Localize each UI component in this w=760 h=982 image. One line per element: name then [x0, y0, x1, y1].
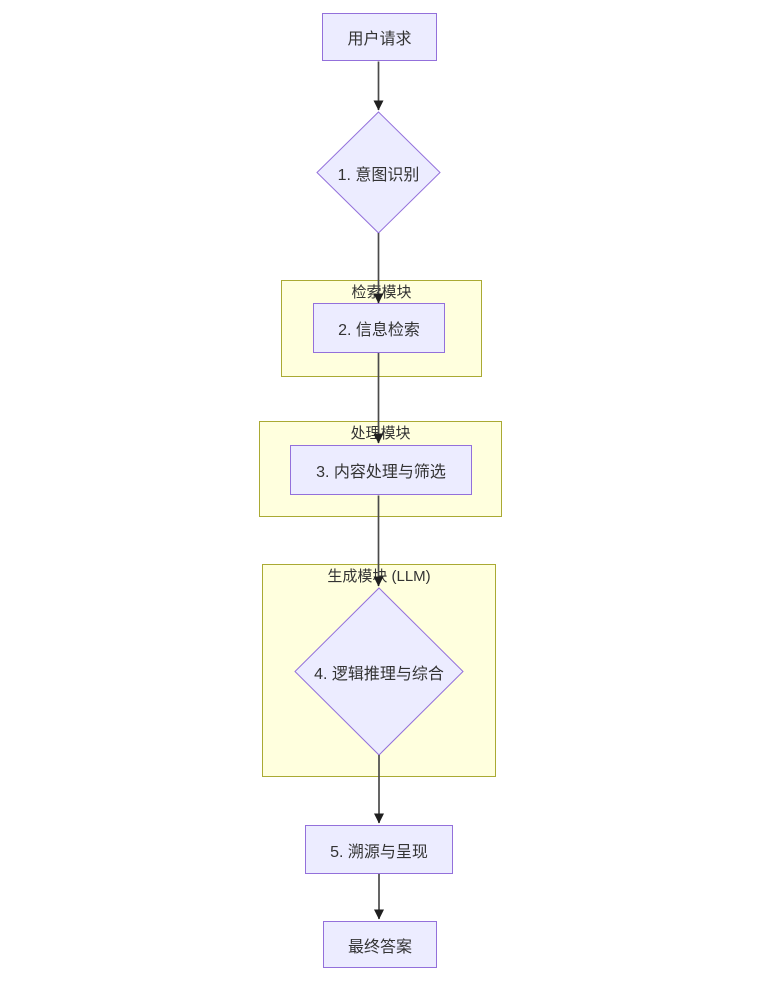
- node-intent-recognition: 1. 意图识别: [317, 112, 440, 233]
- node-user-request: 用户请求: [322, 13, 437, 61]
- subgraph-processing-title: 处理模块: [350, 425, 411, 442]
- node-source-presentation-label: 5. 溯源与呈现: [330, 843, 428, 861]
- node-final-answer-label: 最终答案: [347, 938, 412, 956]
- subgraph-generation-title: 生成模块 (LLM): [327, 568, 431, 585]
- node-logic-reasoning: 4. 逻辑推理与综合: [295, 588, 463, 755]
- node-source-presentation: 5. 溯源与呈现: [305, 825, 453, 874]
- node-final-answer: 最终答案: [323, 921, 437, 968]
- node-logic-reasoning-label: 4. 逻辑推理与综合: [314, 665, 444, 683]
- subgraph-retrieval-title: 检索模块: [351, 284, 412, 301]
- node-content-processing-label: 3. 内容处理与筛选: [316, 464, 446, 481]
- node-info-retrieval-label: 2. 信息检索: [338, 322, 420, 339]
- node-content-processing: 3. 内容处理与筛选: [290, 445, 472, 495]
- node-intent-recognition-label: 1. 意图识别: [337, 166, 420, 184]
- node-info-retrieval: 2. 信息检索: [313, 303, 445, 353]
- node-user-request-label: 用户请求: [347, 31, 412, 48]
